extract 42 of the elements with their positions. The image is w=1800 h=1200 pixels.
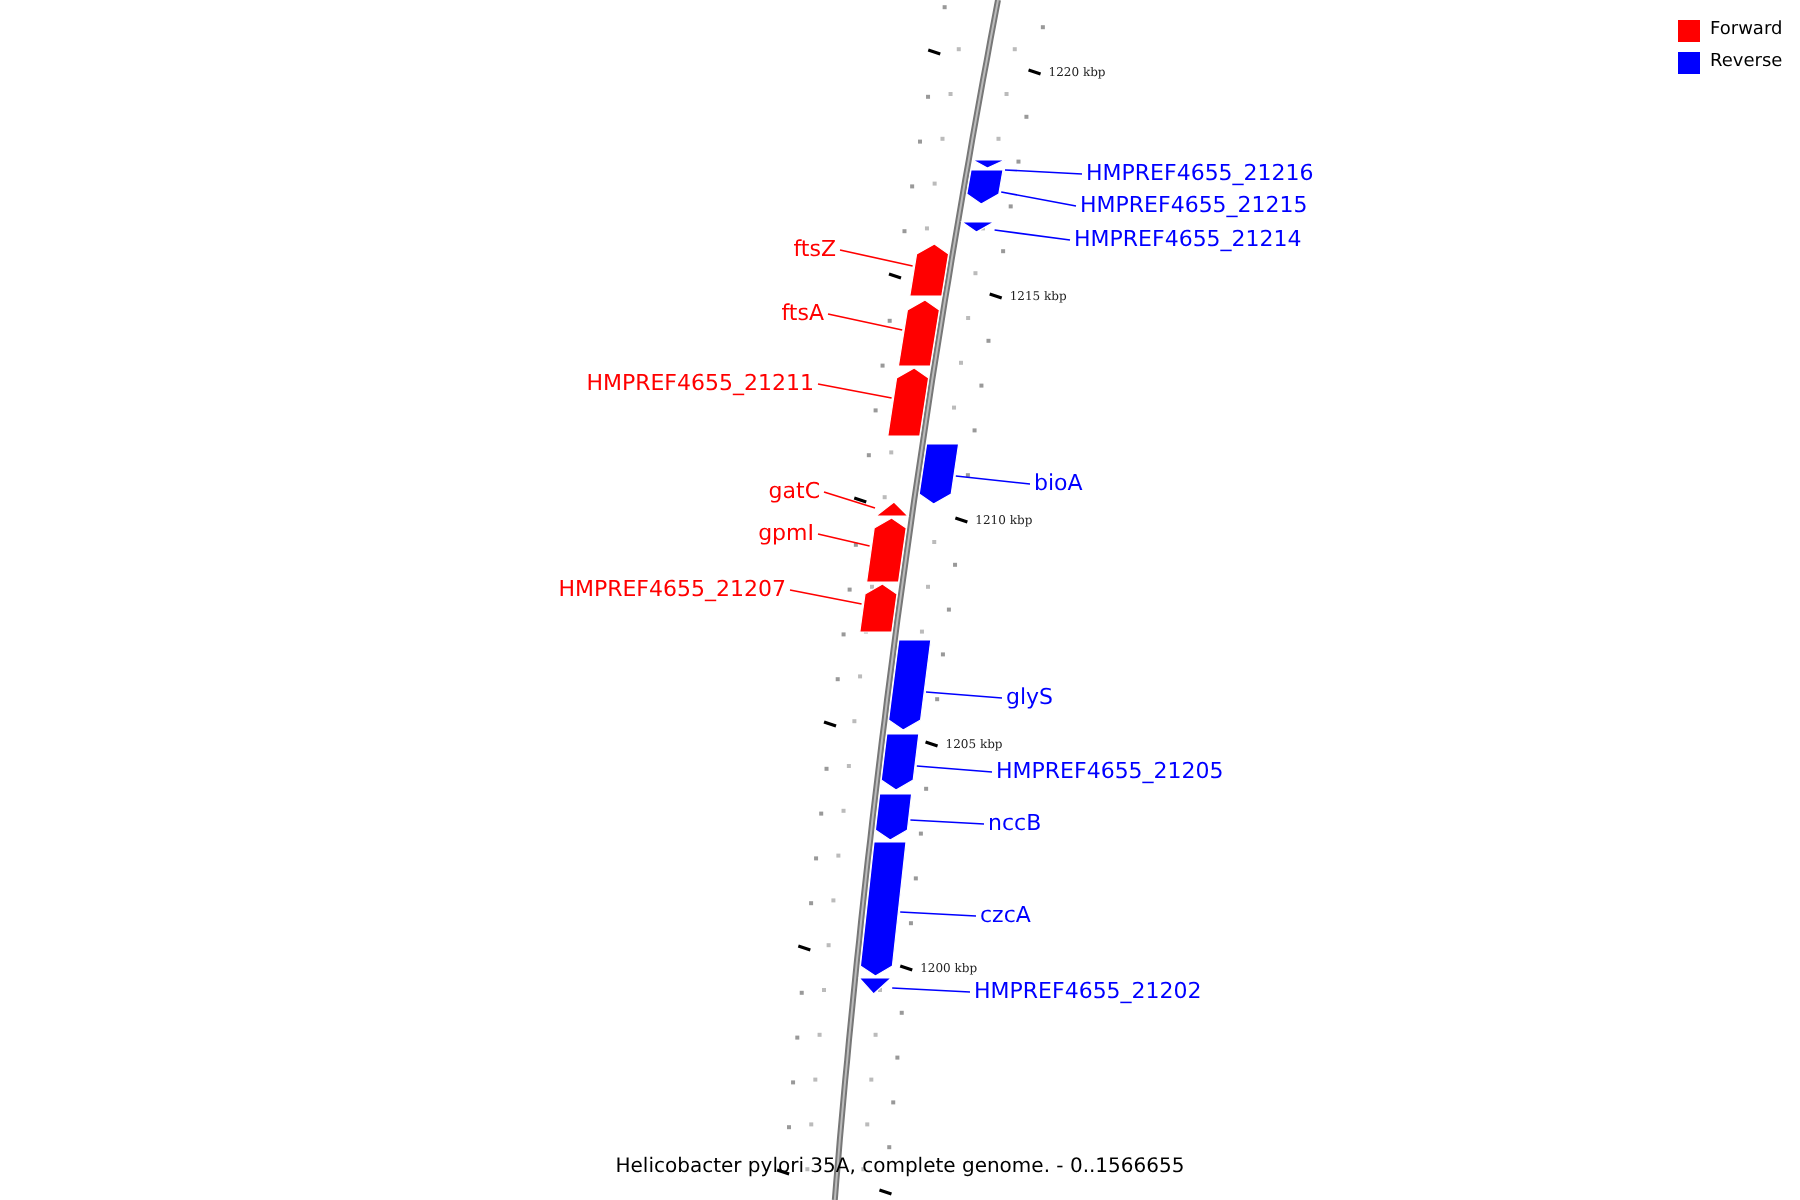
leader-line xyxy=(891,987,971,993)
leader-line xyxy=(909,819,985,825)
gene-label: gatC xyxy=(768,478,820,504)
leader-line xyxy=(817,533,871,547)
gene-label: ftsZ xyxy=(793,236,836,262)
gene-label: HMPREF4655_21207 xyxy=(558,576,786,602)
gene-label: ftsA xyxy=(781,300,824,326)
leader-line xyxy=(789,589,863,605)
gene-label: HMPREF4655_21214 xyxy=(1074,226,1302,252)
leader-line xyxy=(823,491,876,509)
legend-label: Forward xyxy=(1710,20,1783,42)
legend-label: Reverse xyxy=(1710,52,1783,74)
gene-block xyxy=(897,299,941,367)
gene-block xyxy=(859,583,898,633)
caption: Helicobacter pylori 35A, complete genome. - 0..1566655 xyxy=(615,1156,1185,1180)
gene-block xyxy=(918,443,960,505)
leader-line xyxy=(993,229,1071,241)
gene-block xyxy=(887,639,932,731)
gene-block xyxy=(909,243,950,297)
gene-label: HMPREF4655_21202 xyxy=(974,978,1202,1004)
gene-label: HMPREF4655_21216 xyxy=(1086,160,1314,186)
leader-line xyxy=(916,765,993,773)
gene-label: glyS xyxy=(1006,684,1054,710)
gene-label: HMPREF4655_21215 xyxy=(1080,192,1308,218)
gene-block xyxy=(960,221,997,233)
leader-line xyxy=(839,249,914,267)
gene-label: HMPREF4655_21211 xyxy=(586,370,814,396)
gene-block xyxy=(880,733,920,791)
leader-line xyxy=(817,383,893,399)
gene-block xyxy=(887,367,930,437)
leader-line xyxy=(925,691,1003,699)
gene-label: nccB xyxy=(988,810,1042,836)
leader-line xyxy=(827,313,903,331)
leader-line xyxy=(1000,191,1077,207)
gene-block xyxy=(874,793,913,841)
gene-label: bioA xyxy=(1034,470,1083,496)
leader-line xyxy=(955,475,1031,485)
leader-line xyxy=(1004,169,1083,175)
gene-label: HMPREF4655_21205 xyxy=(996,758,1224,784)
gene-label: gpmI xyxy=(758,520,814,546)
leader-line xyxy=(899,911,977,917)
gene-label: czcA xyxy=(980,902,1031,928)
